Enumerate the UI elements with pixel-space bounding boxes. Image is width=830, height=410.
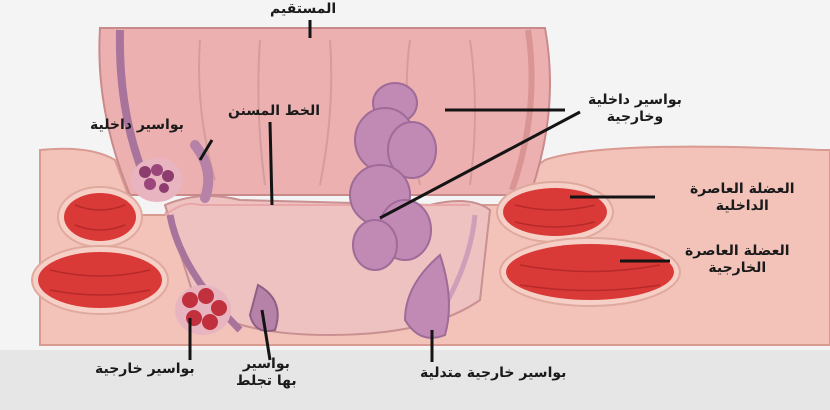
label-external-sphincter-line1: العضلة العاصرة xyxy=(685,243,790,260)
bottom-shade xyxy=(0,350,830,410)
internal-sphincter-left xyxy=(58,187,142,247)
label-thrombosed-line1: بواسير xyxy=(236,356,297,373)
label-external-hemorrhoids: بواسير خارجية xyxy=(95,361,195,378)
external-sphincter-left xyxy=(32,246,168,314)
label-internal-hemorrhoids: بواسير داخلية xyxy=(90,117,184,134)
label-dentate-line: الخط المسنن xyxy=(228,103,320,120)
label-external-sphincter-line2: الخارجية xyxy=(685,260,790,277)
internal-hemorrhoid-left xyxy=(131,158,183,202)
label-internal-sphincter: العضلة العاصرة الداخلية xyxy=(690,181,795,215)
label-internal-sphincter-line2: الداخلية xyxy=(690,198,795,215)
label-prolapsed-external-hemorrhoids: بواسير خارجية متدلية xyxy=(420,365,566,382)
label-internal-external-line2: وخارجية xyxy=(588,109,682,126)
label-internal-external-hemorrhoids: بواسير داخلية وخارجية xyxy=(588,92,682,126)
internal-sphincter-right xyxy=(497,182,613,242)
label-thrombosed-hemorrhoids: بواسير بها تجلط xyxy=(236,356,297,390)
label-rectum: المستقيم xyxy=(270,1,336,18)
label-external-sphincter: العضلة العاصرة الخارجية xyxy=(685,243,790,277)
label-internal-sphincter-line1: العضلة العاصرة xyxy=(690,181,795,198)
external-hemorrhoid xyxy=(175,285,231,335)
label-thrombosed-line2: بها تجلط xyxy=(236,373,297,390)
label-internal-external-line1: بواسير داخلية xyxy=(588,92,682,109)
